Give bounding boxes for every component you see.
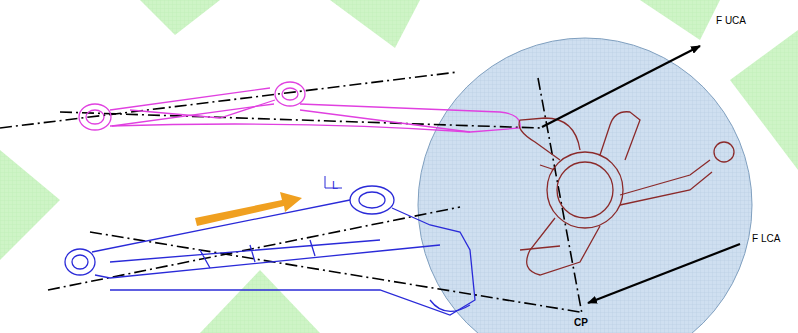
direction-arrow xyxy=(195,192,302,226)
upper-control-arm xyxy=(79,82,520,132)
force-arrow xyxy=(588,244,740,303)
lower-control-arm xyxy=(65,186,475,315)
steering-knuckle xyxy=(519,112,734,275)
force-arrow xyxy=(542,46,700,127)
force-label: F UCA xyxy=(716,16,746,26)
force-label: L xyxy=(332,180,338,191)
force-label: F LCA xyxy=(752,234,780,244)
region-circle xyxy=(418,38,752,333)
axis-lines xyxy=(0,72,582,314)
force-label: CP xyxy=(574,318,588,328)
